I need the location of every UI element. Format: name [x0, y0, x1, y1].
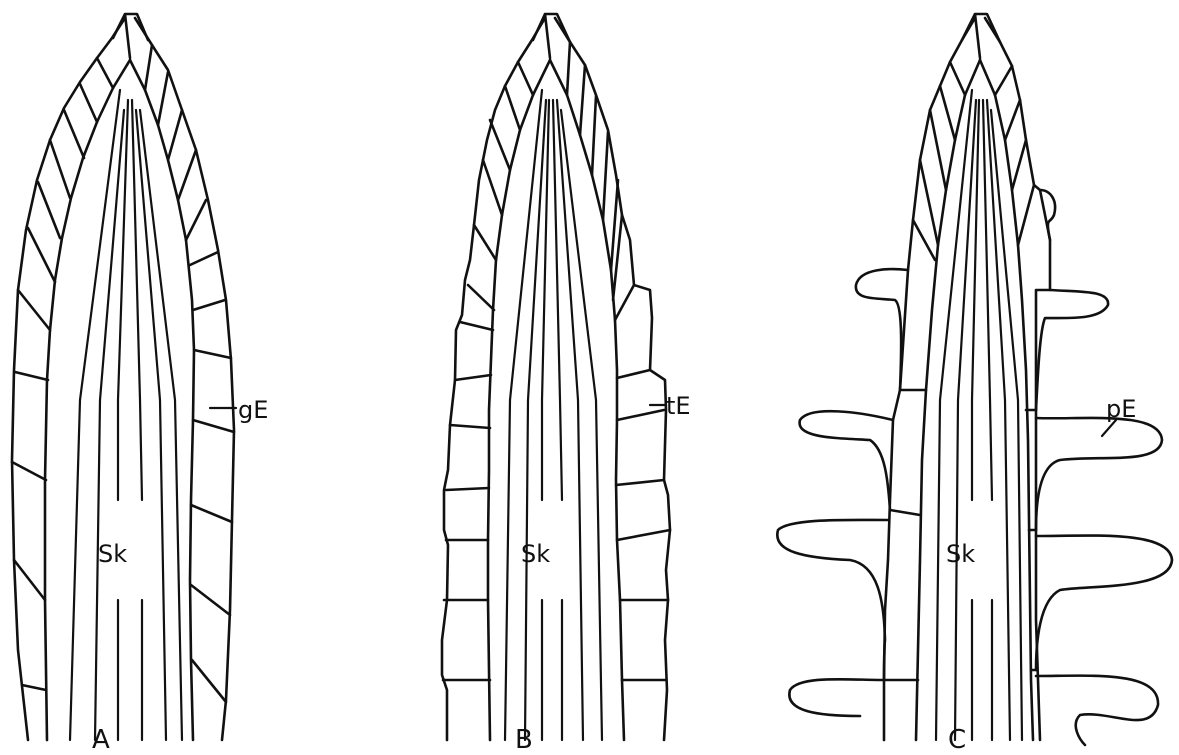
panel-c-right-outer-contour — [985, 18, 1050, 740]
panel-c-right-inner-contour — [980, 60, 1033, 740]
panel-b-callout-label: tE — [666, 392, 691, 420]
panel-c-left-outer-contour — [884, 18, 975, 740]
panel-c-right-protrusion-5 — [1036, 676, 1158, 745]
panel-c-tip — [962, 14, 1000, 58]
panel-b-skeleton-fibers — [505, 90, 602, 740]
panel-b-right-outer-contour — [555, 18, 670, 740]
panel-c-core-label: Sk — [946, 540, 975, 568]
panel-a-panel-label: A — [92, 725, 110, 755]
panel-a-tip — [113, 14, 148, 58]
panel-c-skeleton-fibers — [936, 90, 1022, 740]
panel-b-core-label: Sk — [521, 540, 550, 568]
panel-c-right-protrusion-2 — [1036, 290, 1108, 410]
panel-c-panel-label: C — [948, 725, 966, 755]
panel-b-panel-label: B — [515, 725, 533, 755]
panel-b-tip — [533, 14, 570, 58]
panel-c-left-protrusion-1 — [856, 269, 908, 390]
panel-a-skeleton-fibers — [70, 90, 182, 740]
panel-c-right-protrusion-3 — [1036, 418, 1162, 530]
panel-b: tE Sk B — [442, 14, 691, 755]
panel-a-core-label: Sk — [98, 540, 127, 568]
panel-c-left-protrusion-3 — [777, 520, 888, 680]
panel-c-callout-label: pE — [1106, 395, 1136, 423]
panel-a: gE Sk A — [12, 14, 268, 755]
panel-a-right-outer-contour — [135, 18, 234, 740]
panel-c: pE Sk C — [777, 14, 1172, 755]
panel-b-left-inner-contour — [488, 60, 550, 740]
panel-c-left-inner-contour — [916, 60, 980, 740]
panel-c-right-protrusion-4 — [1036, 536, 1172, 670]
panel-a-callout-label: gE — [238, 396, 268, 424]
panel-c-left-protrusion-4 — [789, 679, 884, 716]
panel-c-left-protrusion-2 — [800, 411, 893, 510]
panel-a-left-outer-contour — [12, 18, 125, 740]
